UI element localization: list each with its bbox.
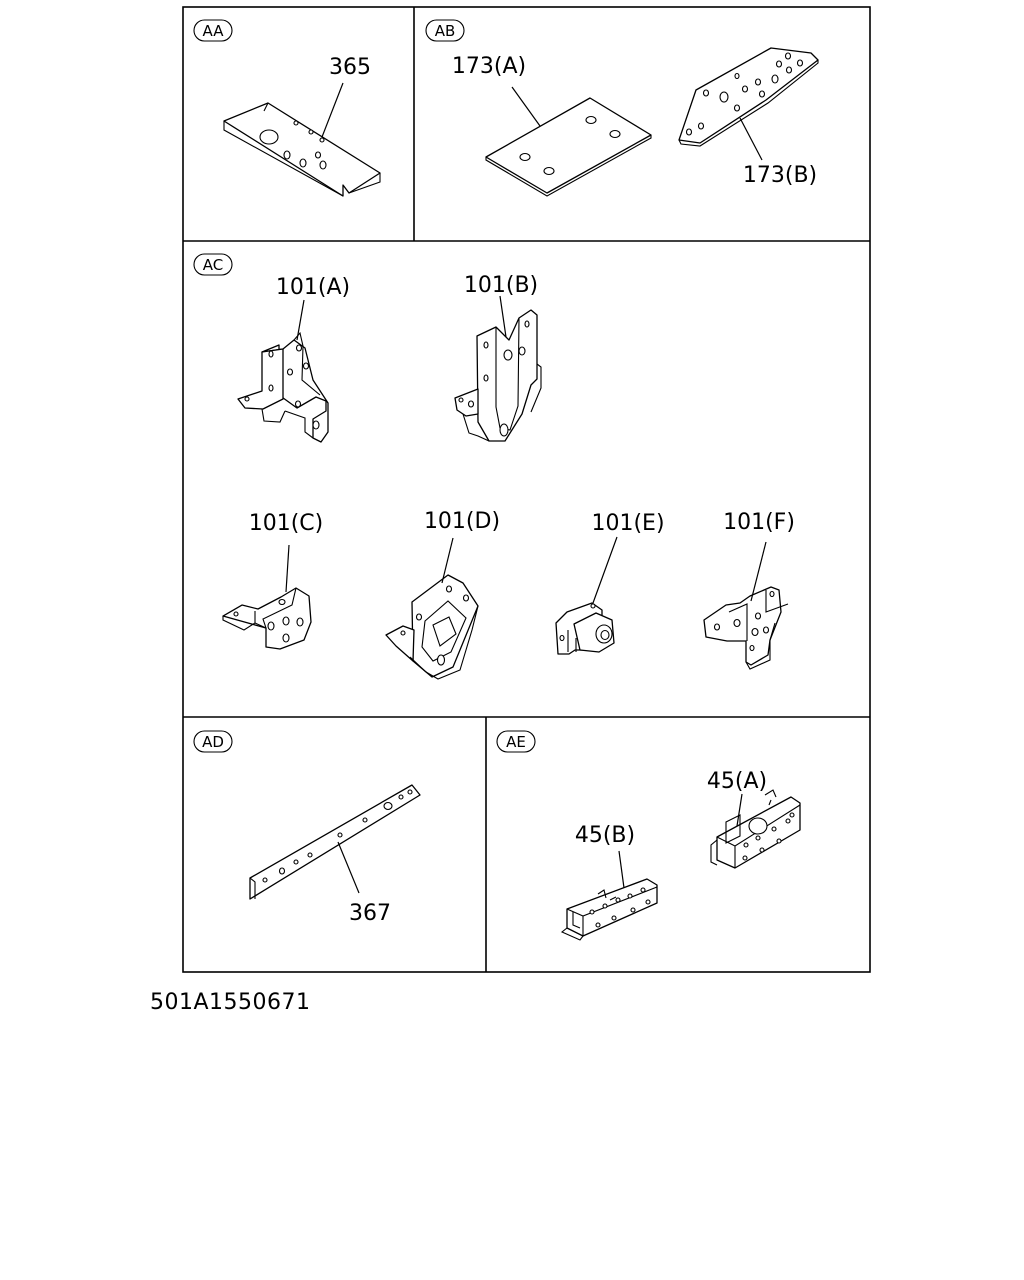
part-label-45a: 45(A) — [707, 769, 767, 794]
part-label-101b: 101(B) — [464, 273, 538, 298]
part-367-drawing — [249, 784, 421, 900]
part-label-45b: 45(B) — [575, 823, 635, 848]
part-label-101d: 101(D) — [424, 509, 500, 534]
section-tag-ab: AB — [425, 19, 465, 42]
part-label-101a: 101(A) — [276, 275, 350, 300]
part-label-101f: 101(F) — [723, 510, 795, 535]
diagram-code: 501A1550671 — [150, 990, 311, 1015]
part-101e-drawing — [555, 602, 615, 655]
panel-frames — [182, 6, 871, 973]
section-tag-ac: AC — [193, 253, 233, 276]
part-101f-drawing — [703, 586, 789, 670]
part-label-101c: 101(C) — [249, 511, 324, 536]
part-45b-drawing — [560, 878, 658, 941]
part-label-367: 367 — [349, 901, 391, 926]
part-label-365: 365 — [329, 55, 371, 80]
part-101c-drawing — [222, 587, 312, 650]
svg-text:AC: AC — [203, 256, 223, 274]
svg-text:AD: AD — [202, 733, 224, 751]
part-365-drawing — [223, 102, 381, 197]
section-ad: AD 367 — [193, 730, 421, 926]
part-label-173a: 173(A) — [452, 54, 526, 79]
part-173a-drawing — [485, 97, 652, 197]
part-101d-drawing — [385, 574, 479, 680]
section-ae: AE 45(A) — [496, 730, 801, 941]
section-tag-ae: AE — [496, 730, 536, 753]
section-aa: AA 365 — [193, 19, 381, 197]
svg-text:AB: AB — [435, 22, 456, 40]
part-label-101e: 101(E) — [591, 511, 664, 536]
svg-text:AE: AE — [506, 733, 526, 751]
part-101a-drawing — [237, 331, 329, 443]
svg-text:AA: AA — [203, 22, 225, 40]
section-tag-aa: AA — [193, 19, 233, 42]
part-45a-drawing — [710, 789, 801, 869]
section-tag-ad: AD — [193, 730, 233, 753]
part-173b-drawing — [678, 47, 819, 147]
part-101b-drawing — [454, 309, 542, 442]
part-label-173b: 173(B) — [743, 163, 817, 188]
section-ac: AC 101(A) — [193, 253, 795, 680]
section-ab: AB 173(A) — [425, 19, 819, 197]
